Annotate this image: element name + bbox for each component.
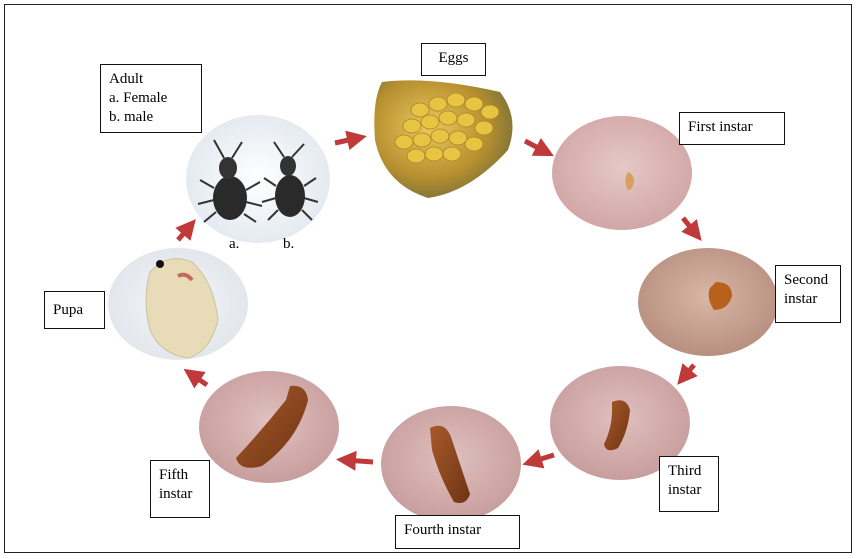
adult-female-label: a. Female (109, 89, 193, 108)
adult-image (186, 115, 330, 243)
second-instar-label: Second instar (775, 265, 841, 323)
arrow-second-to-third (683, 365, 694, 378)
arrow-pupa-to-adult (178, 226, 190, 240)
adult-title: Adult (109, 70, 193, 89)
arrow-eggs-to-first (525, 141, 546, 152)
third-instar-label: Third instar (659, 456, 719, 512)
eggs-label: Eggs (421, 43, 486, 76)
fourth-instar-label: Fourth instar (395, 515, 520, 549)
second-instar-image (638, 248, 778, 356)
fifth-instar-image (199, 371, 339, 483)
first-instar-label: First instar (679, 112, 785, 145)
pupa-label: Pupa (44, 291, 105, 329)
adult-male-label: b. male (109, 108, 193, 127)
arrow-fourth-to-fifth (345, 460, 373, 462)
first-instar-image (552, 116, 692, 230)
arrow-first-to-second (683, 218, 696, 234)
arrow-third-to-fourth (531, 455, 554, 462)
arrow-fifth-to-pupa (191, 374, 207, 385)
fourth-instar-image (381, 406, 521, 522)
caption-b: b. (283, 236, 294, 253)
fifth-instar-label: Fifth instar (150, 460, 210, 518)
caption-a: a. (229, 236, 239, 253)
eggs-image (374, 80, 512, 198)
pupa-image (108, 248, 248, 360)
arrow-adult-to-eggs (335, 138, 358, 143)
adult-label: Adult a. Female b. male (100, 64, 202, 133)
